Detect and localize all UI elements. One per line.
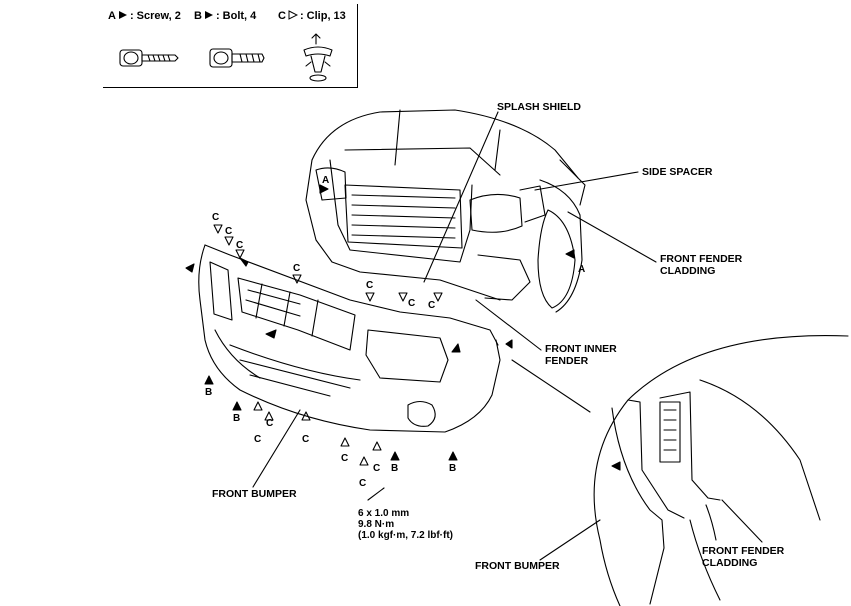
marker-c-letter: C [428, 300, 436, 311]
marker-a-letter: A [322, 175, 330, 186]
legend-bolt: B : Bolt, 4 [194, 10, 256, 22]
legend-clip-key: C [278, 10, 286, 22]
legend-screw: A : Screw, 2 [108, 10, 181, 22]
label-front-inner-fender-line1: FRONT INNER [545, 343, 617, 355]
label-splash-shield: SPLASH SHIELD [497, 101, 582, 113]
torque-size: 6 x 1.0 mm [358, 508, 410, 519]
legend-bolt-text: : Bolt, 4 [215, 10, 257, 22]
solid-arrow-icon [118, 11, 127, 19]
marker-c-letter: C [373, 463, 381, 474]
label-front-fender-cladding-line2: CLADDING [660, 265, 716, 277]
marker-c-letter: C [359, 478, 367, 489]
clip-icon [303, 33, 333, 82]
label-detail-cladding-line2: CLADDING [702, 557, 758, 569]
marker-b-letter: B [205, 387, 213, 398]
label-front-inner-fender-line2: FENDER [545, 355, 589, 367]
vehicle-body-outline [305, 109, 586, 313]
torque-alt: (1.0 kgf·m, 7.2 lbf·ft) [358, 530, 454, 541]
marker-c-letter: C [302, 434, 310, 445]
marker-c-letter: C [236, 240, 244, 251]
marker-c-letter: C [266, 418, 274, 429]
bolt-icon [209, 48, 265, 68]
marker-c-letter: C [212, 212, 220, 223]
screw-icon [119, 49, 179, 67]
torque-nm: 9.8 N·m [358, 519, 395, 530]
legend-clip: C : Clip, 13 [278, 10, 346, 22]
leader-lines [252, 111, 763, 561]
fastener-legend [103, 4, 358, 88]
marker-a-letter: A [578, 264, 586, 275]
label-front-bumper-detail: FRONT BUMPER [475, 560, 560, 572]
front-bumper-drawing [198, 244, 501, 433]
marker-b-letter: B [449, 463, 457, 474]
marker-c-letter: C [293, 263, 301, 274]
marker-c-letter: C [225, 226, 233, 237]
label-detail-cladding-line1: FRONT FENDER [702, 545, 785, 557]
label-front-fender-cladding-line1: FRONT FENDER [660, 253, 743, 265]
marker-b-letter: B [391, 463, 399, 474]
fastener-markers [213, 224, 443, 466]
legend-clip-text: : Clip, 13 [299, 10, 346, 22]
marker-b-letter: B [233, 413, 241, 424]
detail-circle [593, 334, 849, 606]
marker-c-letter: C [408, 298, 416, 309]
legend-screw-key: A [108, 10, 116, 22]
hollow-arrow-icon [288, 10, 298, 20]
legend-screw-text: : Screw, 2 [129, 10, 181, 22]
legend-bolt-key: B [194, 10, 202, 22]
solid-arrow-icon [204, 11, 213, 19]
solid-markers [185, 184, 621, 471]
marker-c-letter: C [341, 453, 349, 464]
label-front-bumper: FRONT BUMPER [212, 488, 297, 500]
marker-c-letter: C [254, 434, 262, 445]
marker-c-letter: C [366, 280, 374, 291]
torque-spec: 6 x 1.0 mm 9.8 N·m (1.0 kgf·m, 7.2 lbf·f… [358, 508, 453, 541]
label-side-spacer: SIDE SPACER [642, 166, 713, 178]
